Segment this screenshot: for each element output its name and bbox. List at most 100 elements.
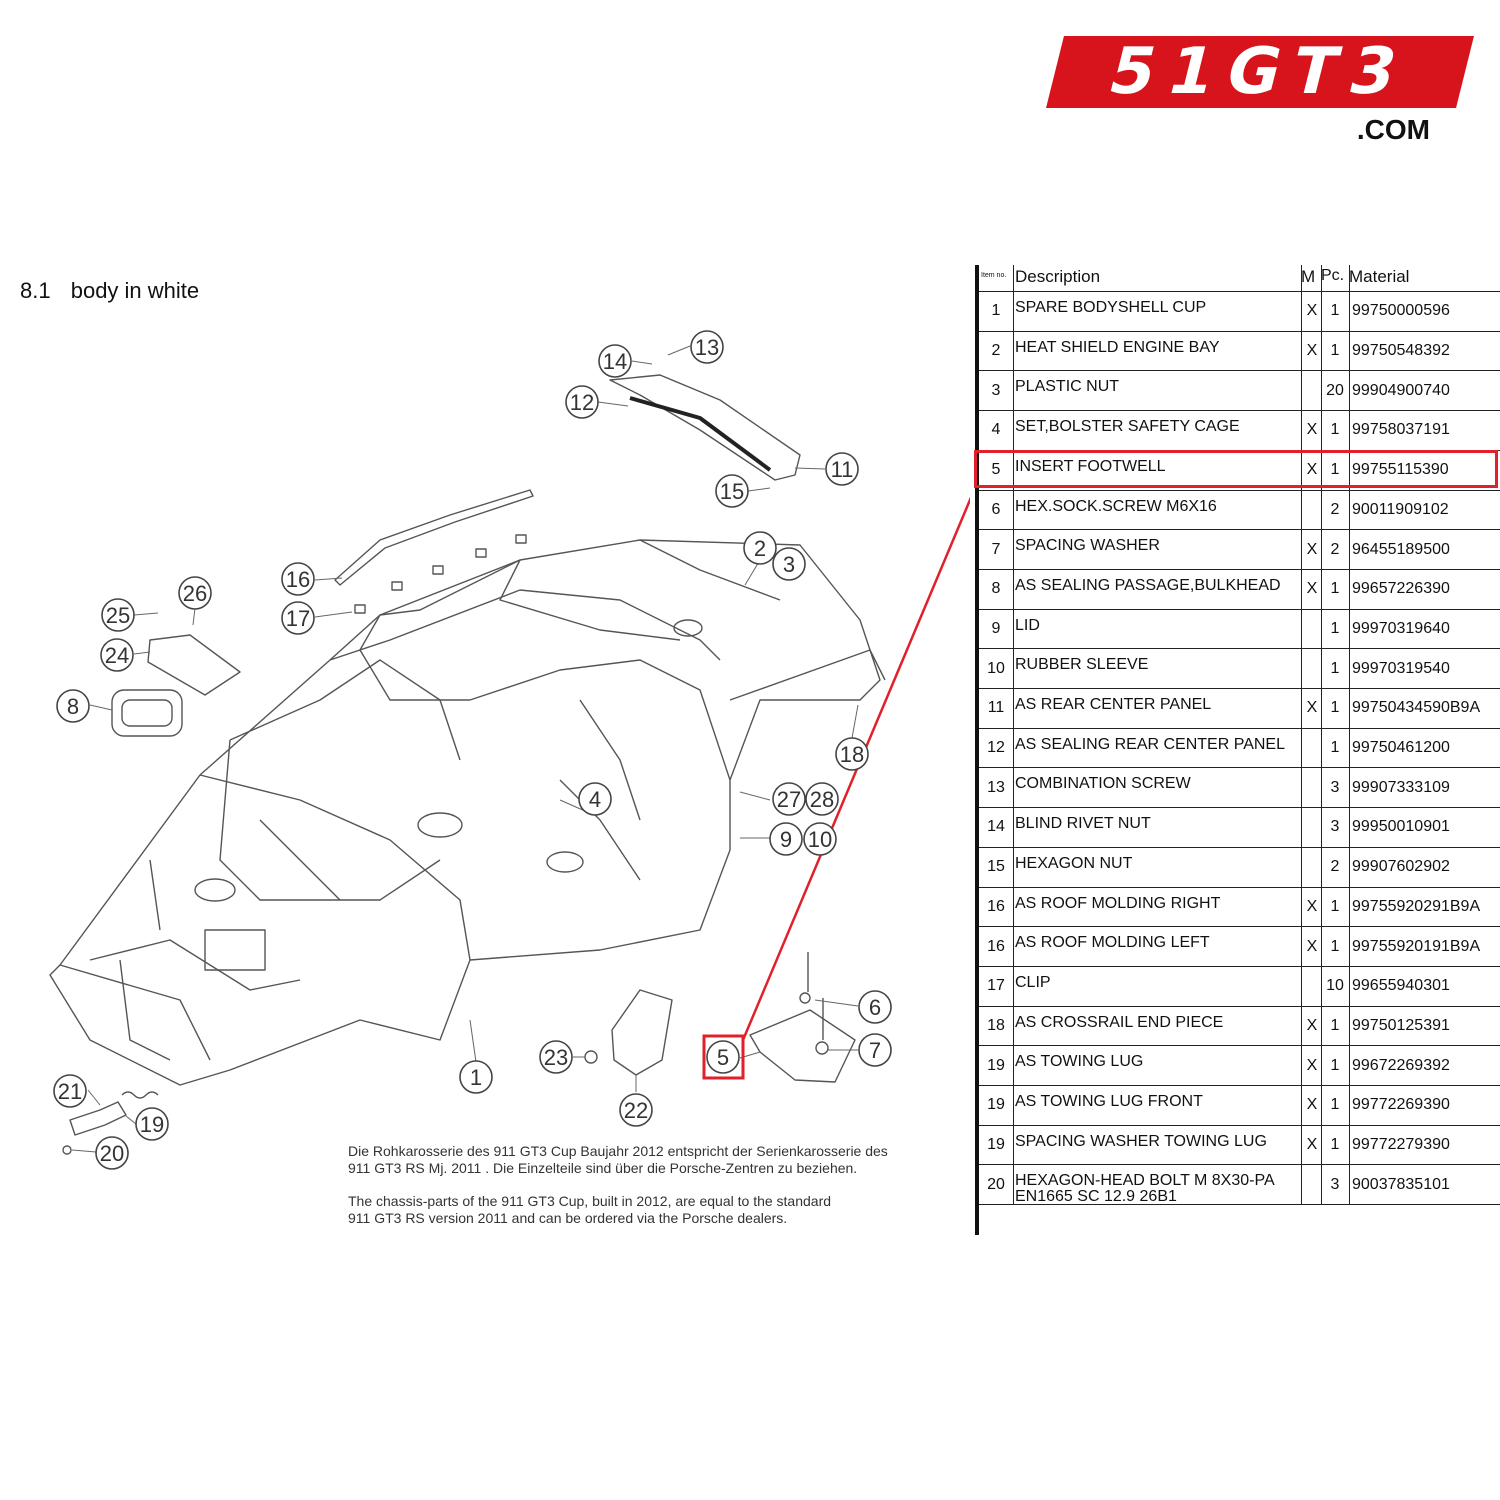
rear-center-panel-drawing xyxy=(609,374,801,481)
callout-22: 22 xyxy=(619,1093,653,1127)
row-item-no: 17 xyxy=(987,977,1005,995)
callout-label: 20 xyxy=(100,1141,124,1166)
row-material: 99970319540 xyxy=(1352,659,1450,677)
row-material: 99750434590B9A xyxy=(1352,699,1481,717)
row-material: 99772269390 xyxy=(1352,1096,1450,1114)
row-pc: 1 xyxy=(1330,1136,1340,1154)
callout-label: 22 xyxy=(624,1098,648,1123)
callout-23: 23 xyxy=(539,1040,573,1074)
callout-label: 19 xyxy=(140,1112,164,1137)
row-item-no: 18 xyxy=(987,1016,1005,1034)
row-m xyxy=(1303,967,1321,1006)
callout-20: 20 xyxy=(95,1136,129,1170)
row-item-no: 16 xyxy=(987,897,1005,915)
row-m: X xyxy=(1306,937,1318,955)
row-material: 99907333109 xyxy=(1352,778,1450,796)
row-m xyxy=(1303,729,1321,768)
row-item-no: 19 xyxy=(987,1096,1005,1114)
table-bottom-rule xyxy=(979,1204,1500,1206)
header-description: Description xyxy=(1015,267,1101,286)
row-m xyxy=(1303,491,1321,530)
callout-19: 19 xyxy=(135,1107,169,1141)
row-item-no: 5 xyxy=(991,461,1001,479)
row-m: X xyxy=(1306,421,1318,439)
row-description: AS TOWING LUG FRONT xyxy=(1015,1093,1203,1110)
row-description: SPACING WASHER TOWING LUG xyxy=(1015,1132,1267,1150)
callout-circle xyxy=(803,822,837,856)
callout-circle xyxy=(805,782,839,816)
row-item-no: 3 xyxy=(991,381,1001,399)
row-m: X xyxy=(1306,1016,1318,1034)
callout-label: 3 xyxy=(783,552,795,577)
callout-label: 27 xyxy=(777,787,801,812)
row-pc: 3 xyxy=(1330,818,1340,836)
row-item-no: 15 xyxy=(987,858,1005,876)
row-m: X xyxy=(1306,461,1318,479)
brand-logo[interactable]: 51GT3 .COM xyxy=(1045,35,1475,146)
row-material: 99970319640 xyxy=(1352,619,1450,637)
towing-lug-drawing xyxy=(69,1101,127,1136)
callout-circle xyxy=(743,531,777,565)
row-description: INSERT FOOTWELL xyxy=(1015,457,1166,475)
row-item-no: 14 xyxy=(987,818,1005,836)
callout-11: 11 xyxy=(825,452,859,486)
row-description: AS ROOF MOLDING RIGHT xyxy=(1015,894,1221,912)
callout-18: 18 xyxy=(835,737,869,771)
row-m xyxy=(1303,848,1321,887)
row-material: 99750461200 xyxy=(1352,739,1450,757)
callout-13: 13 xyxy=(690,330,724,364)
row-pc: 1 xyxy=(1330,1016,1340,1034)
row-description: CLIP xyxy=(1015,973,1051,991)
row-m: X xyxy=(1306,540,1318,558)
row-description: AS SEALING REAR CENTER PANEL xyxy=(1015,735,1285,753)
row-item-no: 12 xyxy=(987,739,1005,757)
callout-label: 12 xyxy=(570,390,594,415)
callout-27: 27 xyxy=(772,782,806,816)
row-description: LID xyxy=(1015,616,1040,634)
row-item-no: 8 xyxy=(991,580,1001,598)
row-m xyxy=(1303,768,1321,807)
english-note-line2: 911 GT3 RS version 2011 and can be order… xyxy=(348,1210,788,1226)
callout-26: 26 xyxy=(178,576,212,610)
callout-label: 7 xyxy=(869,1038,881,1063)
callout-5: 5 xyxy=(706,1040,740,1074)
row-description: SET,BOLSTER SAFETY CAGE xyxy=(1015,418,1240,436)
callout-circle xyxy=(690,330,724,364)
german-note-line1: Die Rohkarosserie des 911 GT3 Cup Baujah… xyxy=(348,1143,888,1159)
header-pc: Pc. xyxy=(1321,267,1345,284)
callout-label: 4 xyxy=(589,787,601,812)
callout-28: 28 xyxy=(805,782,839,816)
column-divider xyxy=(1013,265,1014,1205)
callout-16: 16 xyxy=(281,562,315,596)
callout-label: 2 xyxy=(754,536,766,561)
row-material: 99655940301 xyxy=(1352,977,1450,995)
callout-label: 13 xyxy=(695,335,719,360)
callout-17: 17 xyxy=(281,601,315,635)
column-divider xyxy=(1321,265,1322,1205)
roof-molding-drawing xyxy=(334,489,534,586)
callout-5-highlight xyxy=(702,1034,745,1080)
callout-circle xyxy=(578,782,612,816)
heat-shield-drawing xyxy=(147,634,241,696)
callout-1: 1 xyxy=(459,1060,493,1094)
callout-circle xyxy=(539,1040,573,1074)
row-description: PLASTIC NUT xyxy=(1015,378,1120,396)
row-item-no: 19 xyxy=(987,1136,1005,1154)
row-material: 99772279390 xyxy=(1352,1136,1450,1154)
row-pc: 10 xyxy=(1326,977,1344,995)
callout-label: 5 xyxy=(717,1045,729,1070)
row-m xyxy=(1303,808,1321,847)
callout-10: 10 xyxy=(803,822,837,856)
callout-label: 1 xyxy=(470,1065,482,1090)
